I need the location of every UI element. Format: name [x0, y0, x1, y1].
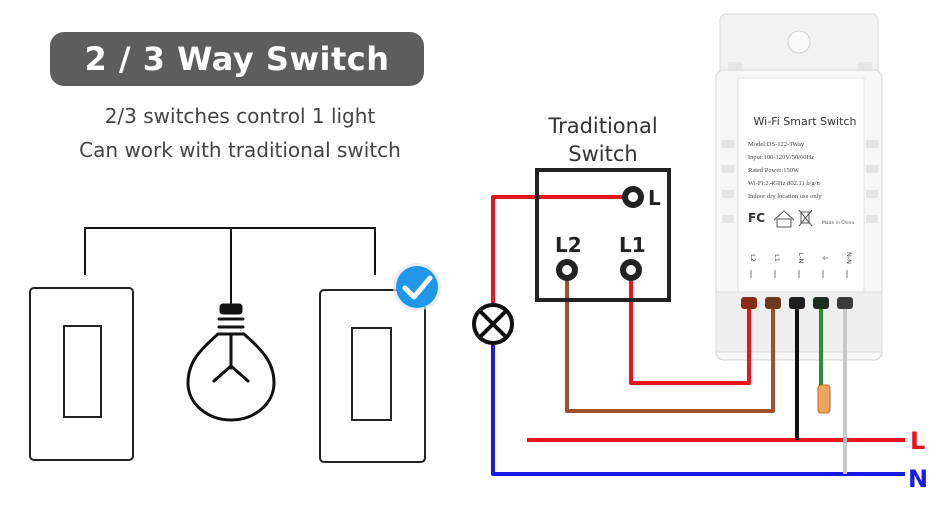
terminal-label-l2: L2: [555, 233, 582, 257]
wall-switch-right: [319, 289, 426, 463]
terminal-labels: L2 L1 L-N ⏚ N-N: [749, 252, 853, 278]
traditional-switch-label-2: Switch: [568, 142, 637, 166]
smart-terminal-port-l2: [741, 297, 757, 309]
smart-terminal-port-l-n: [789, 297, 805, 309]
red-l1-wire: [629, 270, 751, 385]
smart-terminal-port-ground: [813, 297, 829, 309]
smart-terminal-port-l1: [765, 297, 781, 309]
left-connection-lines: [84, 227, 376, 305]
subtitle-line-2: Can work with traditional switch: [79, 138, 401, 162]
blue-neutral-wire: [491, 343, 905, 476]
smart-terminal-port-n-n: [837, 297, 853, 309]
traditional-switch-label-1: Traditional: [547, 114, 657, 138]
smart-terminal-label-n-n: N-N: [845, 252, 853, 264]
smart-switch-title: Wi-Fi Smart Switch: [754, 115, 857, 128]
smart-terminal-label-l-n: L-N: [797, 253, 805, 264]
brown-l2-wire: [565, 272, 775, 413]
smart-terminal-label-l2: L2: [749, 254, 757, 262]
diagram-title: 2 / 3 Way Switch: [50, 32, 424, 86]
live-label: L: [910, 427, 925, 455]
smart-switch-input: Input:100-120V/50/60Hz: [748, 154, 814, 161]
lamp-symbol-icon: [472, 303, 514, 345]
smart-switch-model: Model:DS-122-3Way: [748, 141, 805, 148]
terminal-screw-l1: [620, 259, 642, 281]
check-badge-icon: [393, 263, 441, 311]
terminal-label-l1: L1: [619, 233, 646, 257]
red-lamp-wire: [491, 195, 633, 305]
wires: [491, 195, 905, 476]
terminal-screw-l: [622, 186, 644, 208]
wall-switch-left: [29, 287, 134, 461]
weee-bin-icon: [798, 209, 813, 227]
smart-terminal-label-ground: ⏚: [821, 255, 829, 262]
wire-nut: [817, 384, 831, 414]
smart-switch-wifi: Wi-Fi:2.4GHz 802.11 b/g/n: [748, 180, 820, 187]
neutral-label: N: [908, 465, 928, 493]
fc-mark: FC: [748, 211, 765, 225]
terminal-label-l: L: [648, 186, 661, 210]
light-bulb-icon: [186, 303, 276, 422]
smart-switch-power: Rated Power:150W: [748, 167, 800, 174]
smart-terminal-label-l1: L1: [773, 254, 781, 262]
subtitle-line-1: 2/3 switches control 1 light: [104, 104, 376, 128]
smart-switch-terminals: [741, 297, 853, 309]
traditional-switch-box: [535, 168, 671, 302]
made-in-label: Made in China: [822, 220, 854, 226]
terminal-screw-l2: [556, 259, 578, 281]
house-icon: [773, 210, 795, 228]
smart-switch-indoor: Indoor dry location use only: [748, 193, 822, 200]
